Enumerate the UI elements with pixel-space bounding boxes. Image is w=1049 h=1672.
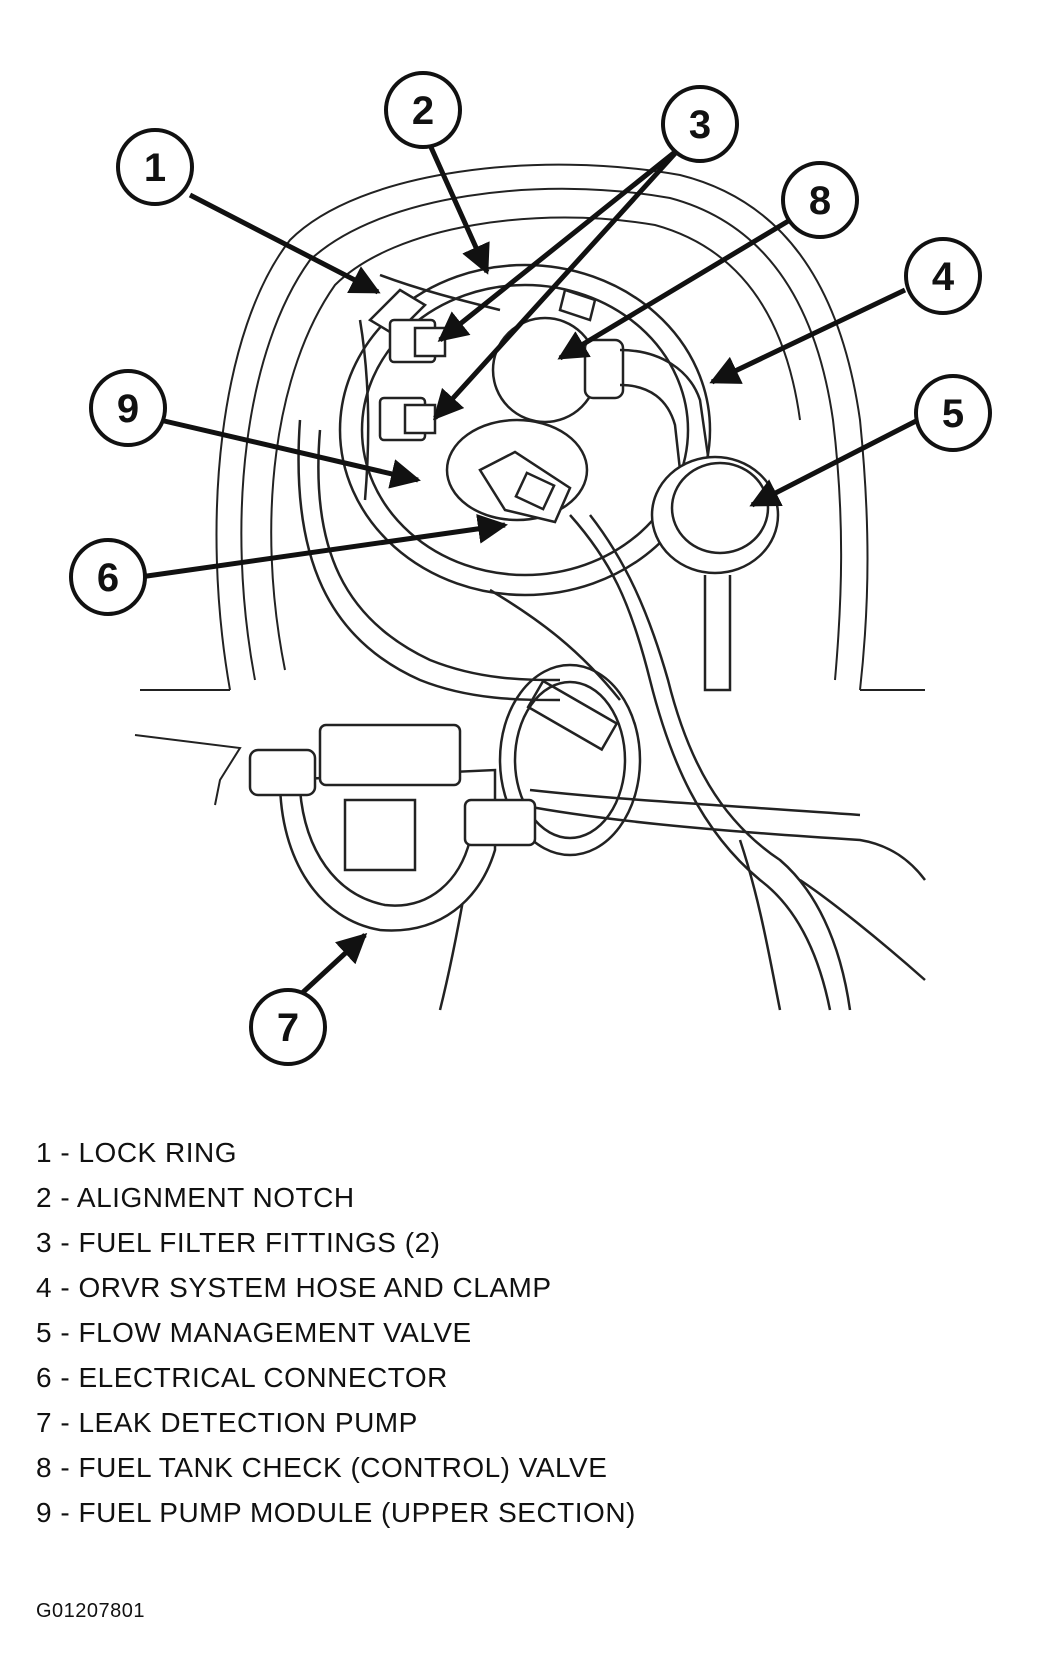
callout-4: 4: [904, 237, 982, 315]
callout-1: 1: [116, 128, 194, 206]
svg-text:3: 3: [689, 103, 711, 147]
callout-6: 6: [69, 538, 147, 616]
callout-8: 8: [781, 161, 859, 239]
legend-item: 9 - FUEL PUMP MODULE (UPPER SECTION): [36, 1497, 636, 1528]
svg-text:7: 7: [277, 1006, 299, 1050]
svg-text:4: 4: [932, 255, 955, 299]
callout-7: 7: [249, 988, 327, 1066]
svg-text:5: 5: [942, 392, 964, 436]
electrical-connector-part: [478, 450, 572, 524]
legend-item: 2 - ALIGNMENT NOTCH: [36, 1182, 355, 1213]
svg-text:2: 2: [412, 89, 434, 133]
callout-5: 5: [914, 374, 992, 452]
callout-leaders: [139, 143, 920, 997]
svg-text:1: 1: [144, 146, 166, 190]
legend-item: 7 - LEAK DETECTION PUMP: [36, 1407, 418, 1438]
legend-item: 4 - ORVR SYSTEM HOSE AND CLAMP: [36, 1272, 552, 1303]
leak-detection-pump: [248, 723, 537, 932]
lock-ring: [367, 288, 597, 337]
legend-item: 3 - FUEL FILTER FITTINGS (2): [36, 1227, 441, 1258]
legend-item: 5 - FLOW MANAGEMENT VALVE: [36, 1317, 472, 1348]
svg-text:6: 6: [97, 556, 119, 600]
svg-text:9: 9: [117, 387, 139, 431]
figure-id: G01207801: [36, 1600, 146, 1622]
callout-9: 9: [89, 369, 167, 447]
fuel-filter-fittings: [378, 318, 447, 442]
legend-item: 6 - ELECTRICAL CONNECTOR: [36, 1362, 448, 1393]
flow-management-valve: [650, 455, 780, 692]
tank-outline: [134, 163, 925, 806]
fuel-pump-module-upper-section: [338, 263, 712, 597]
fuel-pump-module-diagram: 1 2 3 8 4 9 5 6 7: [69, 71, 992, 1066]
orvr-hose: [619, 348, 712, 471]
callout-3: 3: [661, 85, 739, 163]
legend-item: 1 - LOCK RING: [36, 1137, 237, 1168]
svg-text:8: 8: [809, 179, 831, 223]
lower-canister: [498, 663, 642, 857]
legend-item: 8 - FUEL TANK CHECK (CONTROL) VALVE: [36, 1452, 608, 1483]
callout-2: 2: [384, 71, 462, 149]
parts-legend: 1 - LOCK RING 2 - ALIGNMENT NOTCH 3 - FU…: [36, 1130, 636, 1535]
